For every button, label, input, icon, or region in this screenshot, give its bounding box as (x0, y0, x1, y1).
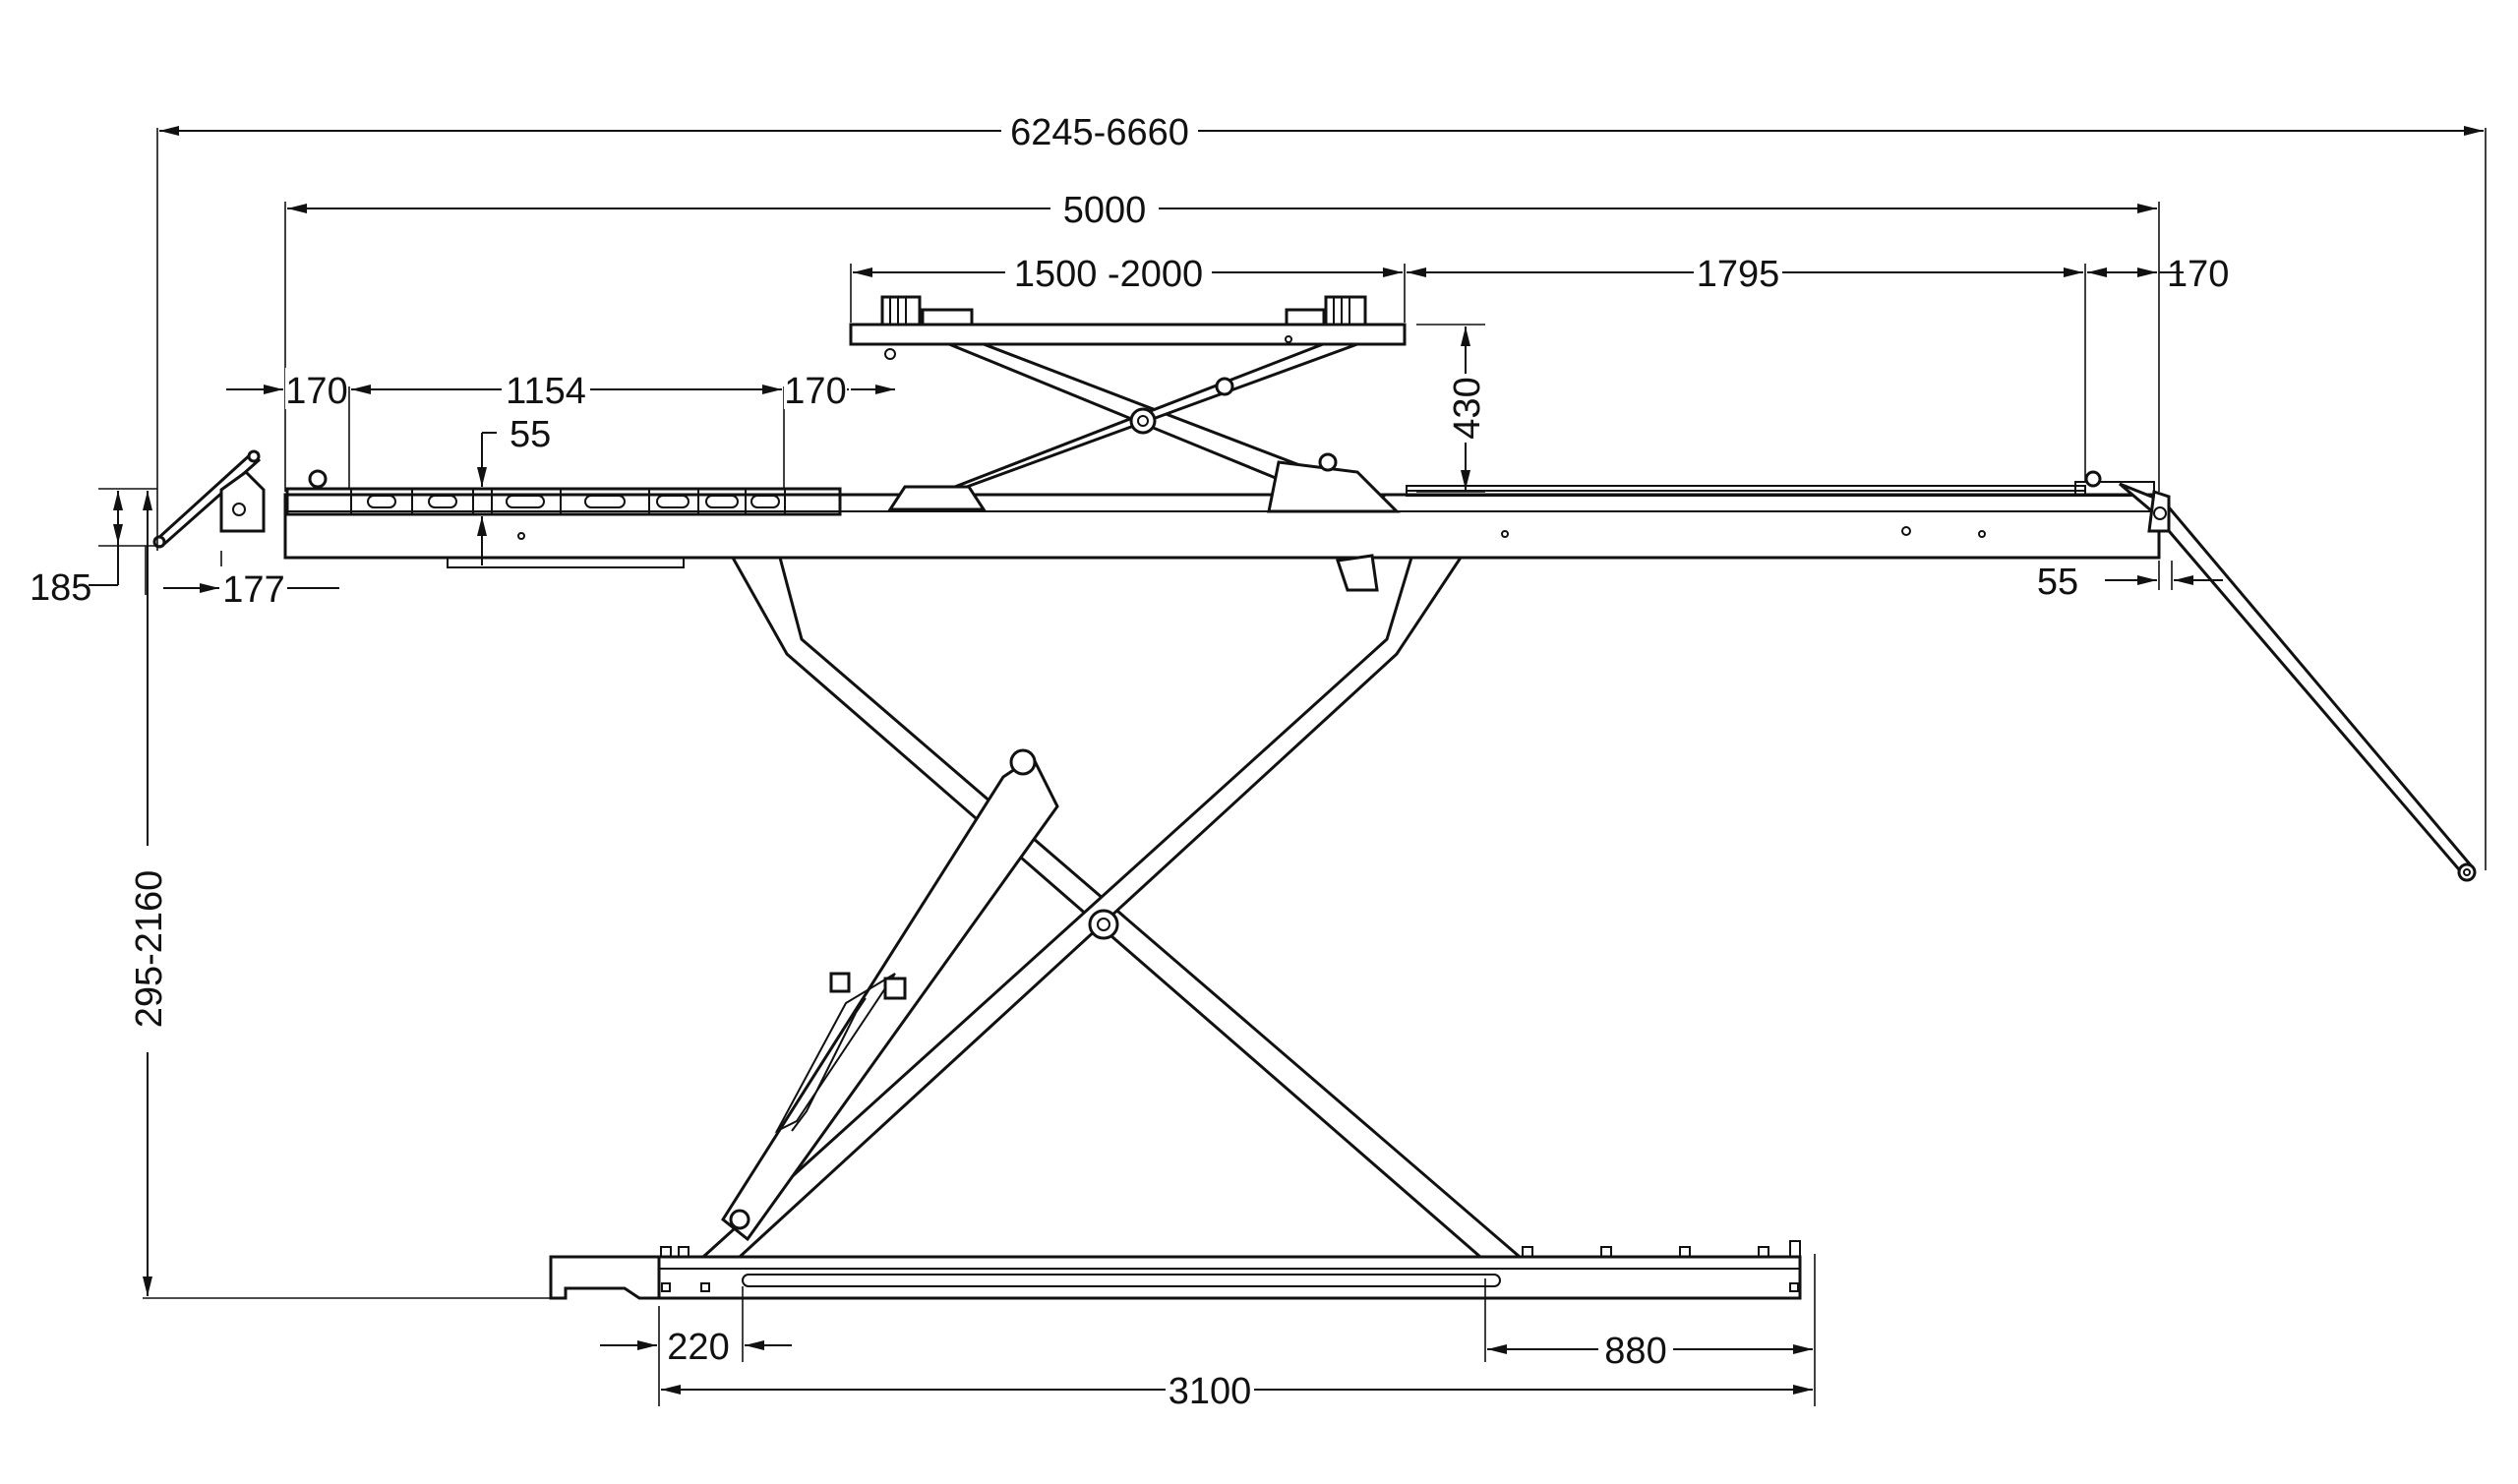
main-platform (283, 493, 2161, 568)
rear-section (1406, 470, 2155, 497)
dim-base-offset: 220 (667, 1327, 729, 1368)
dim-front-offset-right: 170 (784, 371, 846, 412)
dim-rear-step: 55 (2037, 562, 2078, 603)
front-ramp (152, 449, 266, 549)
dim-overall-length: 6245-6660 (1010, 112, 1189, 153)
dim-front-offset-left: 170 (285, 371, 347, 412)
dimension-labels: 6245-6660 5000 1500 -2000 1795 170 170 1… (30, 108, 2229, 1412)
dim-lift-height-range: 295-2160 (129, 870, 170, 1029)
dim-platform-length: 5000 (1063, 190, 1147, 231)
dim-ramp-length: 177 (222, 569, 284, 611)
rear-ramp (2119, 482, 2477, 882)
dim-base-rear: 880 (1604, 1331, 1666, 1372)
dim-rear-section: 1795 (1697, 254, 1780, 295)
main-scissor (699, 556, 1525, 1259)
dim-ramp-height: 185 (30, 567, 91, 609)
dim-slide-table-width: 1500 -2000 (1014, 254, 1203, 295)
dim-base-length: 3100 (1169, 1371, 1252, 1412)
front-slot-section (285, 469, 842, 516)
base-frame (549, 1240, 1802, 1300)
dim-front-section: 1154 (506, 371, 586, 412)
dim-slide-height: 430 (1447, 377, 1488, 439)
sliding-table (849, 295, 1407, 592)
dim-rear-end: 170 (2167, 254, 2229, 295)
dim-slot-height: 55 (510, 414, 551, 455)
lift-machine (152, 295, 2477, 1300)
